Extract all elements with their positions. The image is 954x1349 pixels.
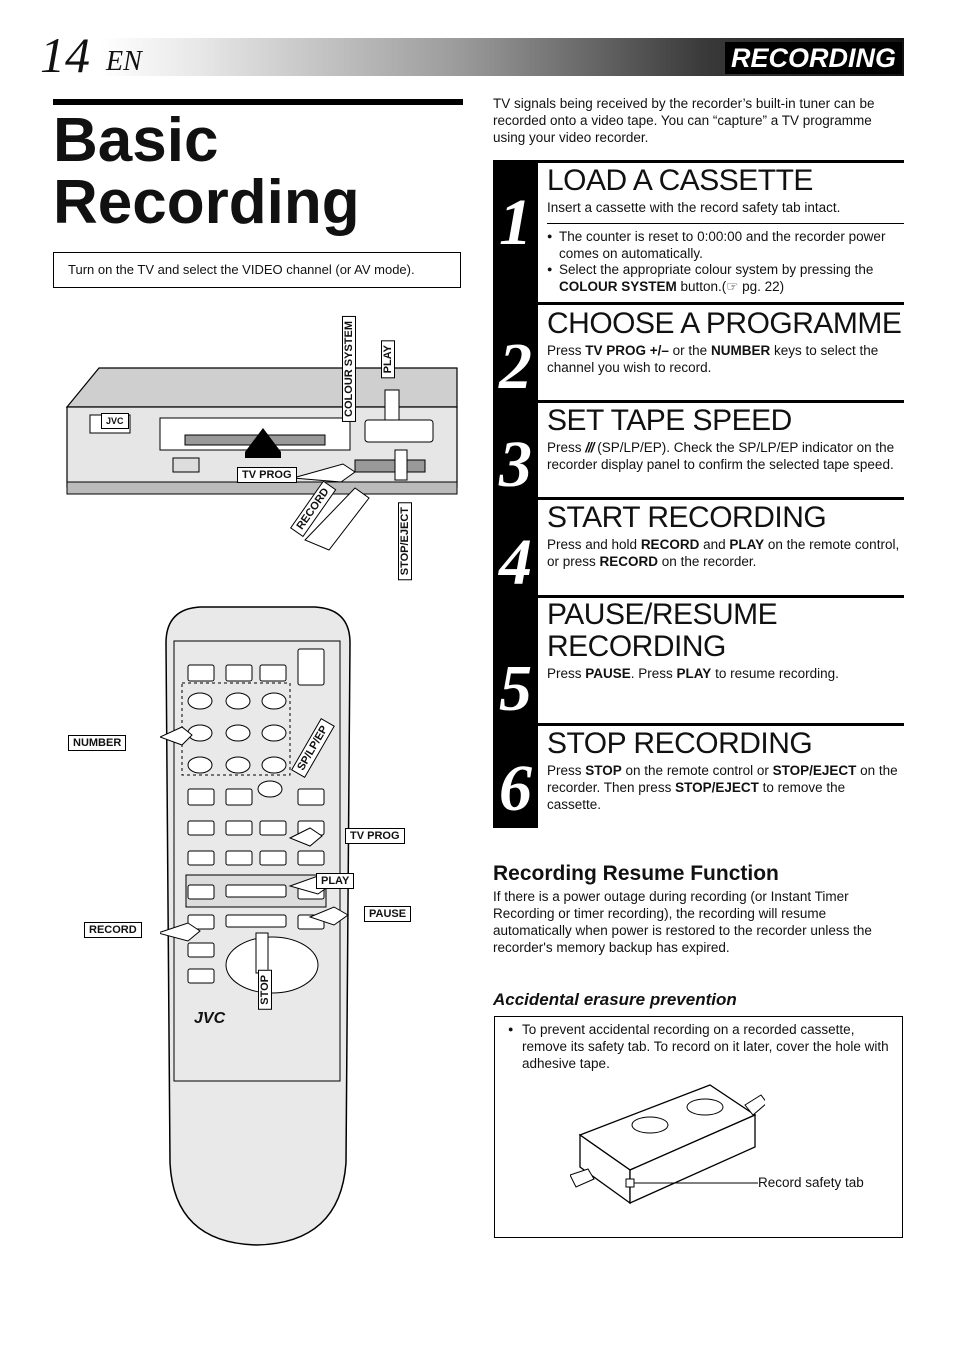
step-4-body: Press and hold RECORD and PLAY on the re…	[547, 537, 900, 569]
step-6-number: 6	[499, 752, 532, 825]
remote-label-play: PLAY	[316, 873, 355, 889]
vcr-label-stop-eject: STOP/EJECT	[398, 502, 412, 581]
remote-brand: JVC	[194, 1010, 226, 1027]
vcr-label-tv-prog: TV PROG	[237, 467, 297, 483]
resume-heading: Recording Resume Function	[493, 862, 779, 885]
step-1-bullet-1: The counter is reset to 0:00:00 and the …	[547, 228, 902, 262]
remote-label-tv-prog: TV PROG	[345, 828, 405, 844]
step-1-title: LOAD A CASSETTE	[547, 164, 813, 197]
vcr-label-colour-system: COLOUR SYSTEM	[342, 316, 356, 422]
remote-illustration	[160, 606, 351, 1246]
section-label: RECORDING	[724, 42, 902, 74]
remote-label-stop: STOP	[258, 970, 272, 1010]
vcr-brand: JVC	[101, 413, 129, 429]
remote-label-number: NUMBER	[68, 735, 127, 751]
step-6-title: STOP RECORDING	[547, 727, 813, 760]
step-1-rule	[538, 160, 904, 163]
step-6-rule	[538, 723, 904, 726]
cassette-illustration	[570, 1084, 765, 1205]
step-4-number: 4	[499, 526, 532, 599]
remote-label-record: RECORD	[84, 922, 142, 938]
speed-icon: ///	[585, 440, 594, 455]
resume-body: If there is a power outage during record…	[493, 889, 872, 955]
step-6-body: Press STOP on the remote control or STOP…	[547, 763, 898, 812]
intro-text: TV signals being received by the recorde…	[493, 96, 875, 145]
step-3-number: 3	[499, 428, 532, 501]
step-5-title-line-1: PAUSE/RESUME	[547, 598, 778, 631]
intro-box: Turn on the TV and select the VIDEO chan…	[53, 252, 461, 288]
vcr-label-play: PLAY	[381, 340, 395, 379]
page-title: Basic Recording	[53, 106, 360, 237]
step-2-rule	[538, 302, 904, 305]
record-safety-tab-label: Record safety tab	[758, 1175, 864, 1190]
step-1-number: 1	[499, 186, 532, 259]
page-number: 14	[40, 27, 90, 83]
step-5-rule	[538, 595, 904, 598]
page-language: EN	[106, 46, 142, 77]
accidental-heading: Accidental erasure prevention	[493, 990, 737, 1009]
step-1-body: Insert a cassette with the record safety…	[547, 200, 841, 215]
step-5-number: 5	[499, 652, 532, 725]
title-rule	[53, 99, 463, 105]
step-number-column: 1 2 3 4 5 6	[493, 160, 538, 828]
step-4-title: START RECORDING	[547, 501, 827, 534]
step-2-body: Press TV PROG +/– or the NUMBER keys to …	[547, 343, 879, 375]
step-3-rule	[538, 400, 904, 403]
step-5-body: Press PAUSE. Press PLAY to resume record…	[547, 666, 839, 681]
step-3-title: SET TAPE SPEED	[547, 404, 792, 437]
step-4-rule	[538, 497, 904, 500]
accidental-text: To prevent accidental recording on a rec…	[522, 1022, 889, 1071]
accidental-bullet: ●	[508, 1024, 514, 1034]
step-1-divider	[547, 223, 904, 224]
step-1-bullet-2: Select the appropriate colour system by …	[547, 261, 902, 295]
remote-label-pause: PAUSE	[364, 906, 412, 922]
step-2-title: CHOOSE A PROGRAMME	[547, 307, 902, 340]
accidental-box	[494, 1016, 903, 1238]
step-5-title-line-2: RECORDING	[547, 630, 726, 663]
step-3-body: Press /// (SP/LP/EP). Check the SP/LP/EP…	[547, 440, 895, 472]
step-2-number: 2	[499, 330, 532, 403]
